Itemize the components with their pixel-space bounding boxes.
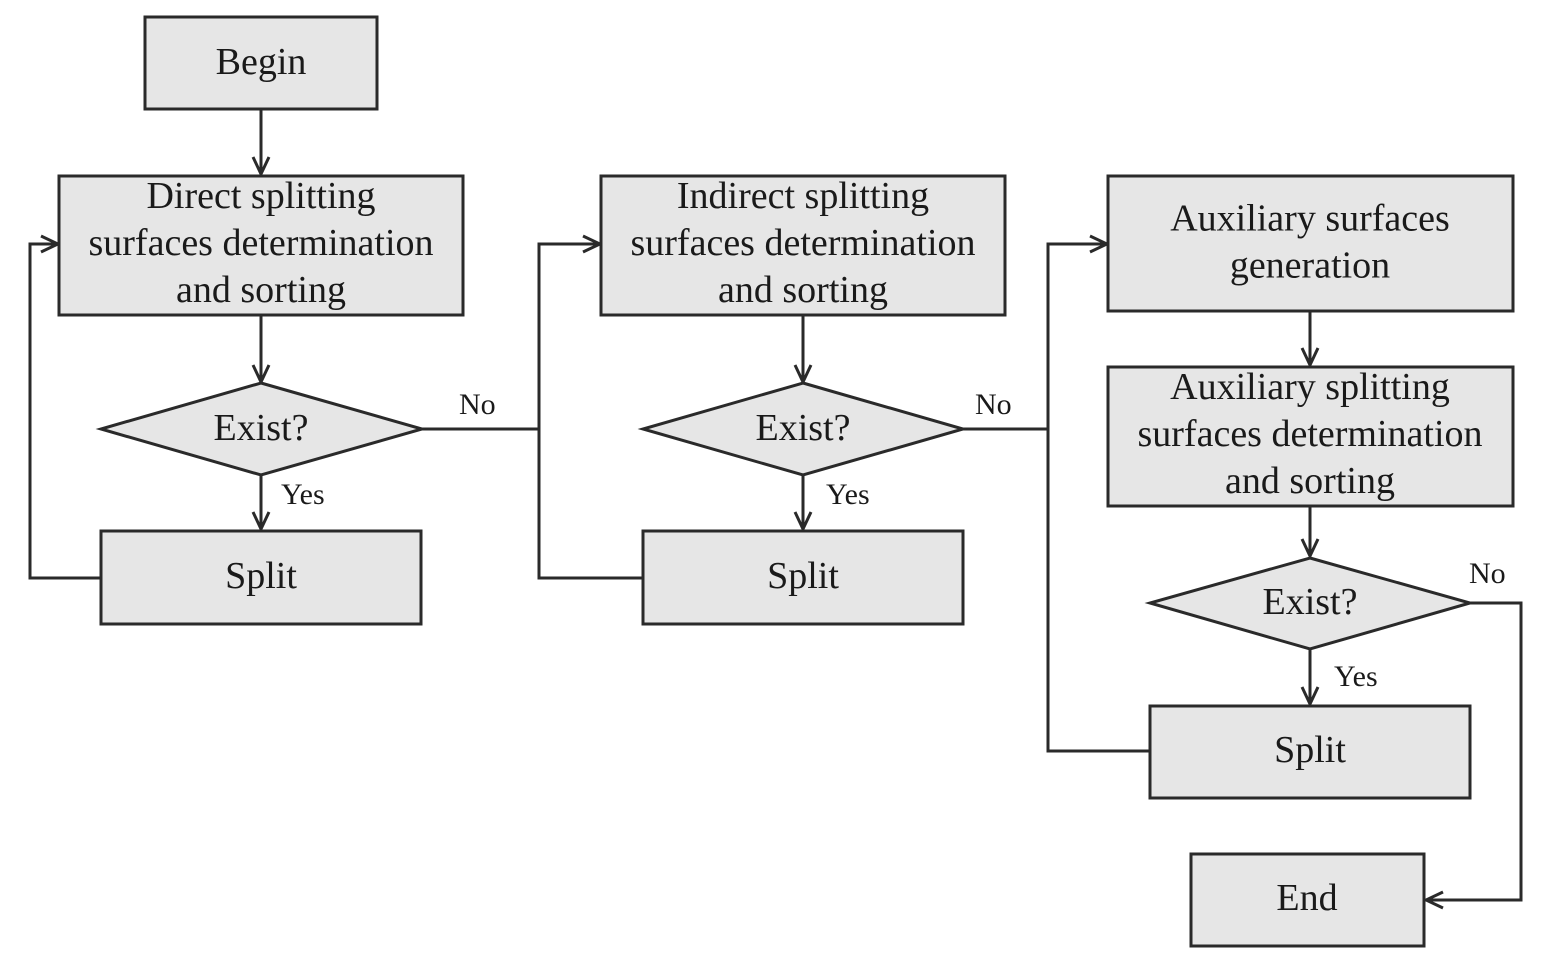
aux-gen-line-2: generation [1230, 244, 1390, 286]
direct-line-1: Direct splitting [146, 175, 375, 217]
exist-3-diamond [1144, 556, 1476, 651]
exist-2-label: Exist? [756, 407, 851, 449]
edge-split2-loop-to-indirect [537, 429, 643, 580]
split-3-label: Split [1274, 729, 1346, 771]
begin-line-1: Begin [216, 41, 307, 83]
auxiliary-generation-label: Auxiliary surfaces generation [1170, 197, 1450, 286]
direct-line-3: and sorting [176, 269, 346, 311]
exist2-yes-label: Yes [826, 478, 870, 511]
auxiliary-splitting-label: Auxiliary splitting surfaces determinatio… [1137, 366, 1482, 502]
node-split-2: Split [641, 529, 965, 626]
direct-line-2: surfaces determination [88, 222, 433, 264]
exist-2-diamond [637, 381, 969, 477]
node-begin: Begin [143, 15, 379, 111]
split3-line-1: Split [1274, 729, 1346, 771]
exist3-no-label: No [1469, 557, 1506, 590]
edge-split1-loop-to-direct [28, 244, 101, 580]
node-indirect-splitting: Indirect splitting surfaces determination… [599, 174, 1007, 317]
node-exist-1: Exist? [95, 381, 428, 477]
indirect-line-3: and sorting [718, 269, 888, 311]
aux-split-line-3: and sorting [1225, 460, 1395, 502]
node-exist-2: Exist? [637, 381, 969, 477]
begin-label: Begin [216, 41, 307, 83]
indirect-splitting-box [599, 174, 1007, 317]
exist1-yes-label: Yes [281, 478, 325, 511]
node-exist-3: Exist? [1144, 556, 1476, 651]
aux-gen-line-1: Auxiliary surfaces [1170, 197, 1450, 239]
aux-split-line-2: surfaces determination [1137, 413, 1482, 455]
exist2-no-label: No [975, 388, 1012, 421]
auxiliary-splitting-box [1106, 365, 1515, 508]
exist-3-label: Exist? [1263, 581, 1358, 623]
exist3-line-1: Exist? [1263, 581, 1358, 623]
indirect-splitting-label: Indirect splitting surfaces determination… [630, 175, 975, 311]
node-end: End [1189, 852, 1426, 948]
auxiliary-generation-box [1106, 174, 1515, 313]
aux-split-line-1: Auxiliary splitting [1170, 366, 1450, 408]
split2-line-1: Split [767, 555, 839, 597]
direct-splitting-box [57, 174, 465, 317]
node-direct-splitting: Direct splitting surfaces determination an… [57, 174, 465, 317]
node-split-1: Split [99, 529, 423, 626]
exist-1-label: Exist? [214, 407, 309, 449]
exist1-no-label: No [459, 388, 496, 421]
connectors [28, 109, 1523, 900]
end-label: End [1276, 877, 1337, 919]
end-box [1189, 852, 1426, 948]
direct-splitting-label: Direct splitting surfaces determination an… [88, 175, 433, 311]
indirect-line-2: surfaces determination [630, 222, 975, 264]
split-1-box [99, 529, 423, 626]
begin-box [143, 15, 379, 111]
exist3-yes-label: Yes [1334, 660, 1378, 693]
split-3-box [1148, 704, 1472, 800]
indirect-line-1: Indirect splitting [677, 175, 929, 217]
split-2-box [641, 529, 965, 626]
node-split-3: Split [1148, 704, 1472, 800]
edge-exist2-no-to-aux-gen [963, 244, 1107, 431]
exist1-line-1: Exist? [214, 407, 309, 449]
node-auxiliary-splitting: Auxiliary splitting surfaces determinatio… [1106, 365, 1515, 508]
exist2-line-1: Exist? [756, 407, 851, 449]
edge-split3-loop-to-aux-gen [1046, 429, 1150, 753]
split1-line-1: Split [225, 555, 297, 597]
edge-labels: No Yes No Yes No Yes [281, 388, 1506, 693]
split-1-label: Split [225, 555, 297, 597]
end-line-1: End [1276, 877, 1337, 919]
node-auxiliary-generation: Auxiliary surfaces generation [1106, 174, 1515, 313]
edge-exist3-no-to-end [1426, 601, 1523, 900]
split-2-label: Split [767, 555, 839, 597]
exist-1-diamond [95, 381, 428, 477]
edge-exist1-no-to-indirect [422, 244, 600, 431]
